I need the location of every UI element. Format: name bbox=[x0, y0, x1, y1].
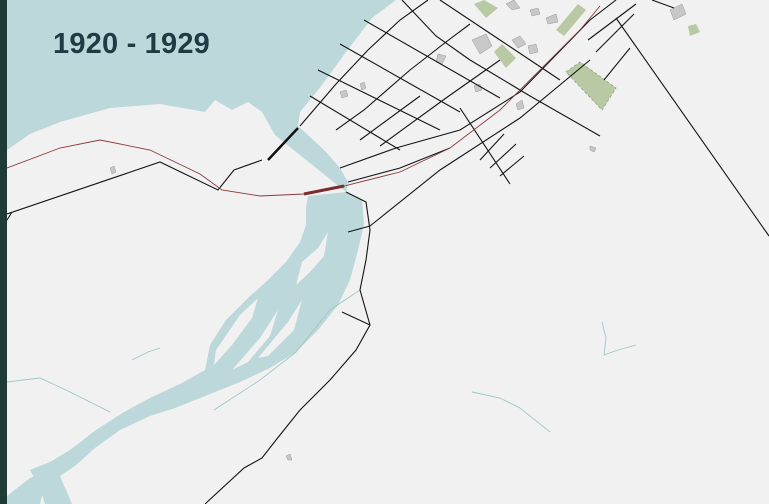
stream bbox=[471, 391, 551, 433]
road bbox=[379, 59, 501, 147]
road bbox=[363, 19, 501, 99]
water-layer bbox=[7, 0, 396, 504]
period-title: 1920 - 1929 bbox=[53, 28, 210, 60]
building bbox=[511, 35, 527, 49]
railway-bridge bbox=[303, 184, 345, 196]
building-layer bbox=[109, 0, 687, 461]
stream bbox=[131, 347, 161, 361]
road bbox=[299, 0, 429, 127]
road bbox=[587, 3, 637, 41]
bay-water bbox=[7, 0, 396, 192]
road-bridge bbox=[267, 127, 299, 161]
park bbox=[688, 24, 700, 36]
building bbox=[529, 7, 541, 17]
road bbox=[603, 47, 631, 81]
map-canvas[interactable] bbox=[7, 0, 769, 504]
road bbox=[7, 211, 13, 221]
building bbox=[669, 3, 687, 21]
building bbox=[515, 99, 525, 111]
road bbox=[335, 23, 471, 131]
building bbox=[589, 145, 597, 153]
road bbox=[317, 69, 441, 131]
building bbox=[339, 89, 349, 99]
island bbox=[296, 232, 328, 285]
river-lower-branch bbox=[7, 470, 48, 504]
building bbox=[109, 165, 117, 175]
road bbox=[499, 155, 525, 177]
park bbox=[474, 0, 498, 18]
road bbox=[459, 107, 511, 185]
road bbox=[595, 13, 635, 53]
road bbox=[615, 17, 769, 237]
building bbox=[471, 33, 493, 55]
road bbox=[651, 0, 675, 9]
road bbox=[204, 191, 371, 504]
park bbox=[565, 61, 617, 111]
road bbox=[347, 225, 371, 233]
road bbox=[309, 95, 401, 151]
building bbox=[285, 453, 293, 461]
road bbox=[339, 0, 617, 169]
park bbox=[556, 4, 586, 36]
road bbox=[359, 95, 421, 141]
island bbox=[214, 298, 258, 365]
stream bbox=[7, 377, 111, 413]
park bbox=[494, 44, 516, 68]
stream-layer bbox=[7, 289, 637, 433]
road bbox=[439, 0, 561, 81]
building bbox=[527, 43, 539, 55]
road bbox=[479, 133, 505, 161]
building bbox=[545, 13, 559, 25]
road bbox=[489, 143, 517, 169]
road bbox=[369, 59, 591, 227]
stream bbox=[213, 289, 361, 411]
park-layer bbox=[474, 0, 700, 111]
road-layer bbox=[7, 0, 769, 504]
building bbox=[435, 53, 447, 65]
bridge-layer bbox=[267, 127, 345, 196]
road bbox=[401, 0, 601, 137]
river-upper bbox=[30, 192, 364, 504]
map-view[interactable]: 1920 - 1929 bbox=[7, 0, 769, 504]
road bbox=[7, 159, 263, 215]
road bbox=[341, 311, 371, 326]
building bbox=[359, 81, 367, 91]
building bbox=[505, 0, 521, 11]
island bbox=[258, 300, 302, 358]
road bbox=[347, 147, 451, 183]
stream bbox=[601, 321, 637, 356]
